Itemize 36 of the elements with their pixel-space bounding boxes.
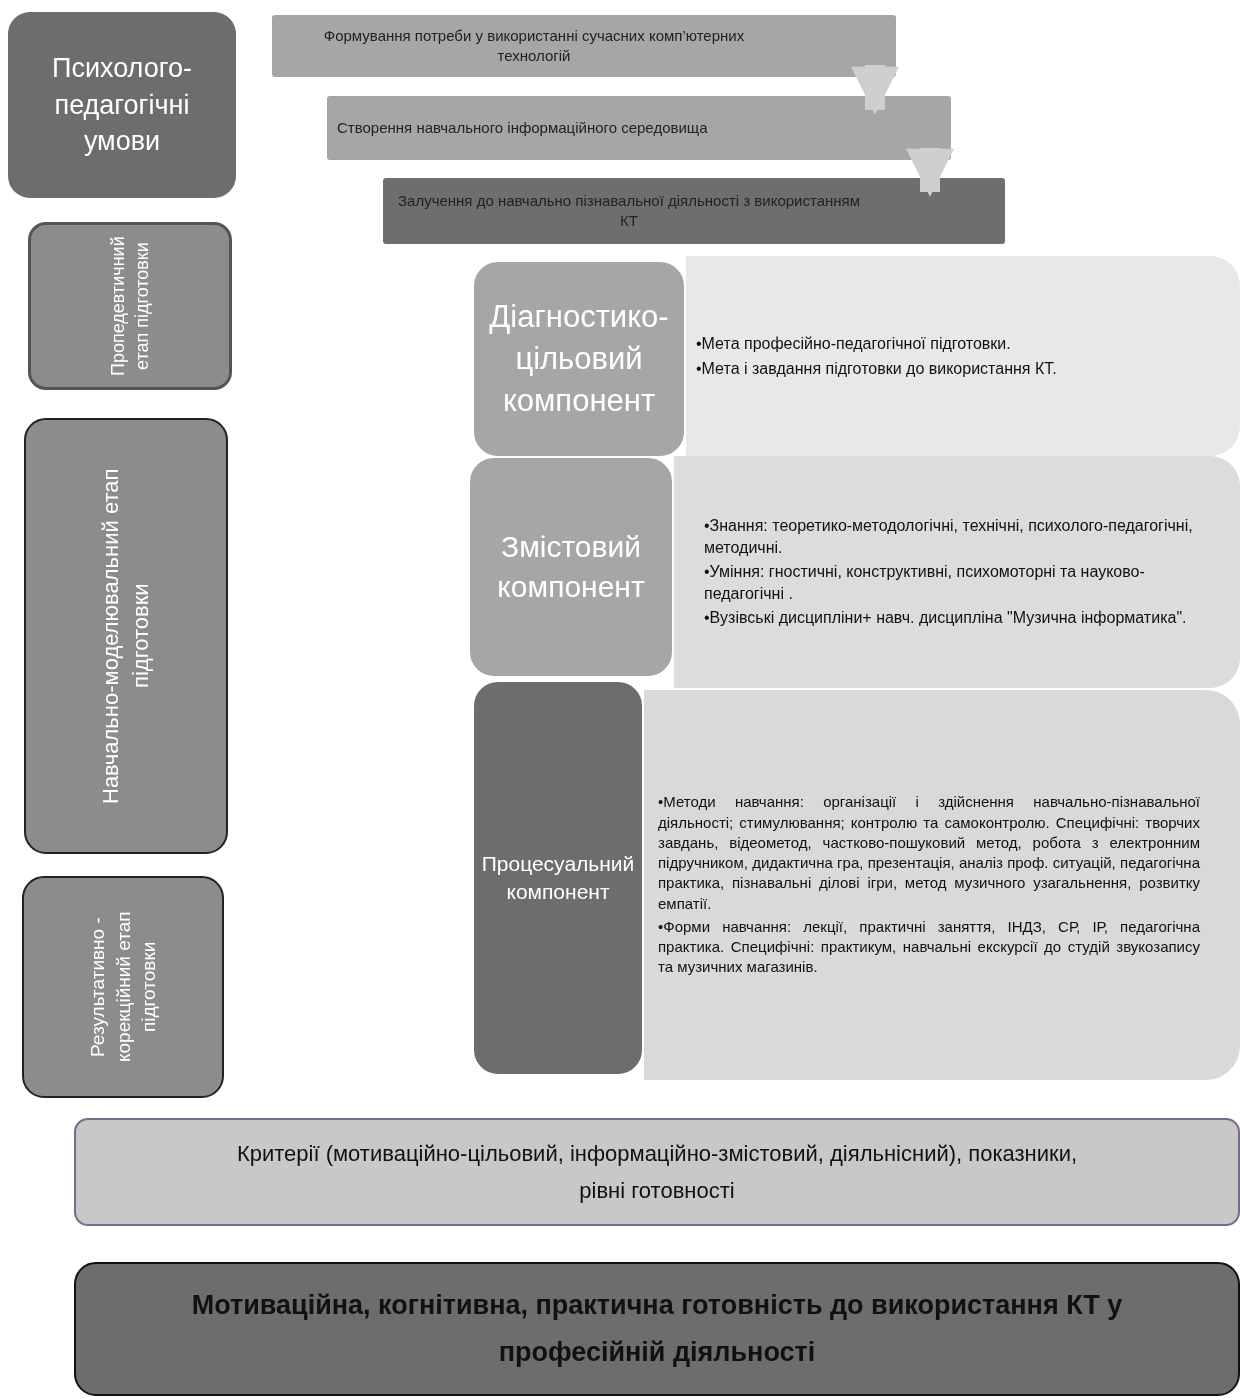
bullet-text: •Методи навчання: організації і здійснення навчально-пізнавальної діяльності; стимулювання; контролю та самоконтролю. Специфічні: творчих завдань, відеометод, частково-пошуковий метод, робота з електронним підручником, дидактична гра, презентація, аналіз проф. ситуацій, педагогічна практика, пізнавальні ділові ігри, метод музичного узагальнення, розвитку емпатії. bbox=[658, 792, 1200, 914]
stage-box bbox=[22, 876, 224, 1098]
content-card bbox=[674, 456, 1240, 688]
step-box bbox=[272, 15, 896, 77]
node-label: Створення навчального інформаційного середовища bbox=[337, 117, 708, 138]
node-label: Діагностико-цільовий компонент bbox=[488, 298, 670, 420]
component-box bbox=[468, 456, 674, 678]
bullet-text: •Вузівські дисципліни+ навч. дисципліна "Музична інформатика". bbox=[704, 608, 1188, 629]
component-box bbox=[472, 680, 644, 1076]
block-arrow bbox=[906, 148, 954, 197]
node-label: Результативно - корекційний етап підготовки bbox=[85, 910, 160, 1065]
bullet-text: •Уміння: гностичні, конструктивні, психомоторні та науково-педагогічні . bbox=[704, 562, 1146, 604]
step-box bbox=[383, 178, 1005, 244]
node-label: Формування потреби у використанні сучасних комп’ютерних технологій bbox=[322, 25, 746, 66]
node-label: Психолого-педагогічні умови bbox=[51, 52, 193, 159]
node-label: Пропедевтичний етап підготовки bbox=[106, 235, 153, 378]
step-box bbox=[327, 96, 951, 160]
node-label: Змістовий компонент bbox=[496, 528, 646, 605]
bullet-text: •Знання: теоретико-методологічні, технічні, психолого-педагогічні, методичні. bbox=[704, 516, 1194, 558]
content-card bbox=[644, 690, 1240, 1080]
criteria-box bbox=[74, 1118, 1240, 1226]
node-label: Навчально-моделювальний етап підготовки bbox=[97, 467, 154, 806]
bullet-text: •Мета професійно-педагогічної підготовки. bbox=[696, 333, 1012, 354]
bullet-text: •Форми навчання: лекції, практичні заняття, ІНДЗ, СР, ІР, педагогічна практика. Специфічні: практикум, навчальні екскурсії до студій звукозапису та музичних магазинів. bbox=[658, 916, 1200, 978]
node-label: Залучення до навчально пізнавальної діяльності з використанням КТ bbox=[397, 190, 861, 231]
node-label: Мотиваційна, когнітивна, практична готовність до використання КТ у професійній діяльності bbox=[190, 1288, 1124, 1369]
component-box bbox=[472, 260, 686, 458]
result-box bbox=[74, 1262, 1240, 1396]
stage-box bbox=[28, 222, 232, 390]
node-label: Критерії (мотиваційно-цільовий, інформаційно-змістовий, діяльнісний), показники, рівні готовності bbox=[236, 1139, 1078, 1205]
content-card bbox=[686, 256, 1240, 456]
bullet-text: •Мета і завдання підготовки до використання КТ. bbox=[696, 358, 1057, 379]
stage-box bbox=[24, 418, 228, 854]
block-arrow bbox=[851, 65, 899, 115]
node-label: Процесуальний компонент bbox=[481, 850, 635, 905]
condition-box bbox=[8, 12, 236, 198]
